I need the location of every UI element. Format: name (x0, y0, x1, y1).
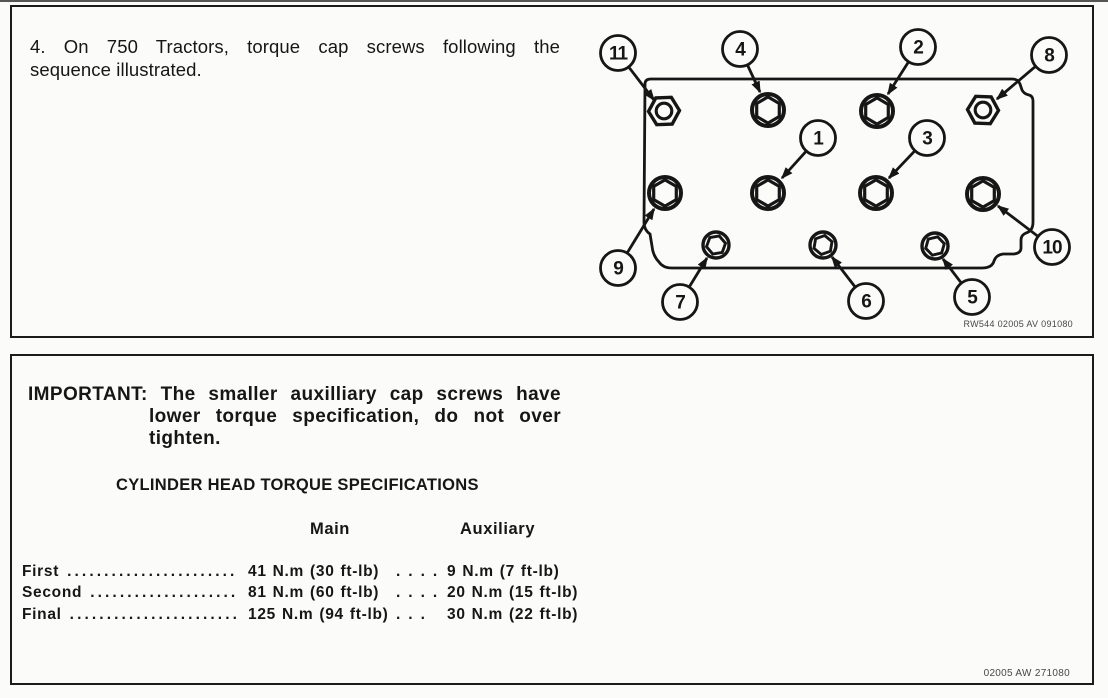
column-header-main: Main (310, 520, 350, 538)
cap-screw-hex (863, 178, 889, 208)
important-note-line-1: IMPORTANT: The smaller auxilliary cap sc… (28, 384, 561, 406)
main-torque-value: 41 N.m (30 ft-lb) (248, 562, 380, 580)
cap-screw-hex (864, 96, 890, 126)
aux-cap-screw (808, 230, 838, 260)
callout-number-2: 2 (913, 38, 923, 59)
main-torque-value: 125 N.m (94 ft-lb) (248, 606, 389, 623)
nut-hole (973, 100, 993, 120)
callout-number-3: 3 (922, 129, 932, 150)
callout-number-5: 5 (967, 288, 978, 309)
main-torque-value: 81 N.m (60 ft-lb) (248, 584, 380, 602)
separator-dots: .... (396, 584, 446, 602)
aux-cap-screw (701, 230, 731, 260)
callout-number-6: 6 (861, 292, 871, 313)
spec-row-final: Final...................................… (22, 605, 582, 625)
scan-edge-artifact (0, 0, 1108, 2)
callout-arrow-4 (746, 65, 762, 94)
cap-screw (965, 176, 1001, 212)
row-label: Second (22, 584, 83, 602)
callout-arrow-2 (886, 61, 910, 96)
spec-table-title: CYLINDER HEAD TORQUE SPECIFICATIONS (116, 475, 479, 494)
callout-circle-4 (721, 30, 759, 68)
spec-row-second: Second..................................… (22, 583, 582, 603)
callout-circle-8 (1030, 36, 1068, 74)
aux-torque-value: 20 N.m (15 ft-lb) (447, 584, 579, 602)
cap-screw (647, 175, 683, 211)
callout-arrow-7 (688, 256, 709, 287)
aux-torque-value: 9 N.m (7 ft-lb) (447, 562, 560, 580)
document-code: 02005 AW 271080 (983, 668, 1070, 679)
leader-dots: ........................................… (90, 584, 237, 602)
important-text-1: The smaller auxilliary cap screws have (160, 383, 561, 405)
leader-dots: ........................................… (69, 606, 237, 623)
cap-screw-hex (755, 95, 781, 125)
column-header-auxiliary: Auxiliary (460, 520, 536, 538)
aux-cap-screw-hex (704, 234, 728, 256)
callout-circle-9 (599, 249, 637, 287)
aux-cap-screw-hex (812, 233, 834, 257)
nut-hex (646, 95, 682, 127)
aux-torque-value: 30 N.m (22 ft-lb) (447, 606, 579, 623)
nut-hole (654, 101, 674, 121)
instruction-line-2: sequence illustrated. (30, 59, 202, 80)
cylinder-head-outline (642, 77, 1035, 270)
callout-arrow-10 (996, 204, 1039, 237)
callout-number-10: 10 (1042, 238, 1062, 259)
callout-number-1: 1 (813, 129, 824, 150)
callout-arrow-11 (628, 66, 656, 102)
important-panel (10, 354, 1094, 685)
cap-screw (858, 175, 894, 211)
aux-cap-screw-hex (924, 235, 946, 257)
step-instruction: 4. On 750 Tractors, torque cap screws fo… (30, 35, 560, 82)
callout-circle-2 (899, 28, 937, 66)
separator-dots: ... (396, 606, 433, 623)
figure-code: RW544 02005 AV 091080 (963, 319, 1073, 329)
cap-screw-hex (755, 178, 781, 208)
cap-screw (750, 92, 786, 128)
step-4-panel (10, 5, 1094, 338)
callout-arrow-6 (830, 255, 856, 288)
row-label-cell: First...................................… (22, 562, 248, 582)
spec-row-first: First...................................… (22, 562, 582, 582)
cap-screw (750, 175, 786, 211)
callout-arrow-1 (780, 150, 807, 180)
callout-circle-7 (661, 283, 699, 321)
row-label-cell: Final...................................… (22, 605, 248, 625)
callout-arrow-3 (887, 150, 916, 180)
important-label: IMPORTANT: (28, 383, 148, 405)
instruction-line-1: 4. On 750 Tractors, torque cap screws fo… (30, 35, 560, 57)
callout-circle-1 (799, 119, 837, 157)
callout-arrow-8 (995, 65, 1036, 101)
row-label-cell: Second..................................… (22, 583, 248, 603)
important-note-line-3: tighten. (149, 427, 221, 449)
callout-circle-5 (953, 278, 991, 316)
callout-arrow-9 (626, 207, 656, 253)
callout-circle-6 (847, 282, 885, 320)
callout-circle-11 (599, 34, 637, 72)
callout-number-7: 7 (675, 293, 685, 314)
nut-hex (965, 94, 1001, 126)
separator-dots: .... (396, 562, 446, 580)
callout-number-9: 9 (613, 259, 623, 280)
aux-cap-screw (920, 231, 950, 261)
cap-screw-hex (652, 178, 678, 208)
callout-circle-10 (1033, 228, 1071, 266)
important-note-line-2: lower torque specification, do not over (149, 405, 561, 427)
cap-screw-hex (970, 179, 996, 209)
row-label: First (22, 562, 60, 580)
callout-number-4: 4 (735, 40, 746, 61)
bolts (646, 92, 1001, 261)
row-label: Final (22, 606, 62, 623)
callouts: 11 4 2 8 1 3 9 7 6 5 10 (599, 28, 1071, 321)
cap-screw (859, 93, 895, 129)
callout-number-11: 11 (609, 44, 629, 65)
callout-number-8: 8 (1044, 46, 1054, 67)
callout-arrow-5 (941, 257, 962, 284)
leader-dots: ........................................… (67, 562, 237, 580)
callout-circle-3 (908, 119, 946, 157)
